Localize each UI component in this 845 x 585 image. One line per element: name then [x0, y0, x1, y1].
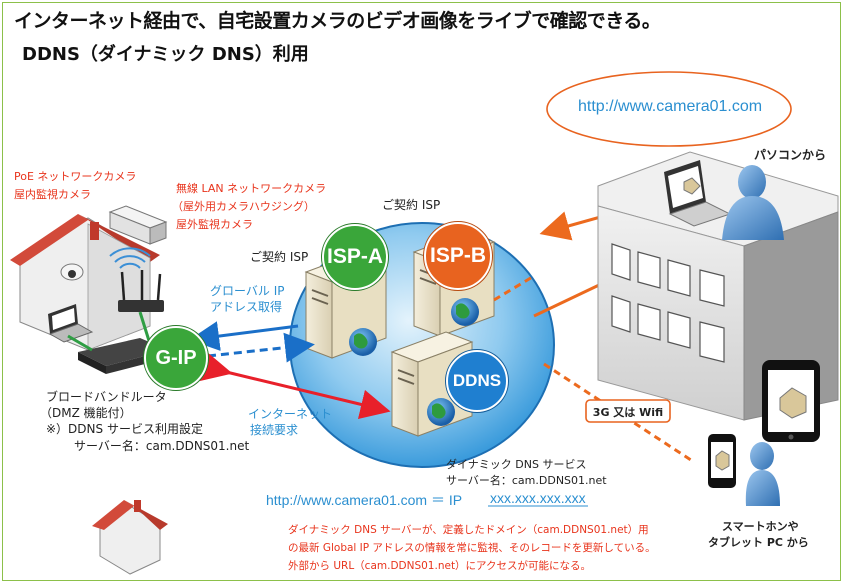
- page-title: インターネット経由で、自宅設置カメラのビデオ画像をライブで確認できる。: [14, 10, 661, 32]
- router-label-2: （DMZ 機能付）: [40, 406, 132, 420]
- poe-camera-label-1: PoE ネットワークカメラ: [14, 170, 137, 183]
- mobile-user-graphic: [745, 442, 780, 506]
- gip-badge: G-IP: [144, 326, 208, 390]
- pc-label: パソコンから: [754, 148, 827, 162]
- router-label-4: サーバー名：cam.DDNS01.net: [74, 439, 250, 453]
- small-house-graphic: [92, 500, 168, 575]
- home-laptop-graphic: [48, 304, 94, 343]
- equation-left: http://www.camera01.com ＝ IP: [266, 492, 463, 508]
- poe-camera-label-2: 屋内監視カメラ: [14, 188, 91, 201]
- ddns-service-label-1: ダイナミック DNS サービス: [446, 458, 587, 471]
- equation-ip: xxx.xxx.xxx.xxx: [490, 490, 586, 506]
- global-ip-label-2: アドレス取得: [210, 300, 283, 314]
- url-bubble-outline: [546, 71, 792, 147]
- ddns-service-label-2: サーバー名：cam.DDNS01.net: [446, 474, 607, 487]
- page-subtitle: DDNS（ダイナミック DNS）利用: [22, 44, 309, 65]
- wireless-router-graphic: [118, 270, 164, 312]
- pc-laptop-graphic: [664, 160, 732, 227]
- global-ip-label-1: グローバル IP: [210, 284, 285, 298]
- global-ip-dashed-arrow: [207, 332, 315, 363]
- wireless-camera-label-3: 屋外監視カメラ: [176, 218, 253, 231]
- wireless-camera-label-2: （屋外用カメラハウジング）: [172, 200, 315, 213]
- router-label-3: ※）DDNS サービス利用設定: [46, 422, 203, 436]
- smartphone-graphic: [708, 434, 736, 488]
- isp-a-badge: ISP-A: [322, 224, 388, 290]
- pc-user-graphic: [722, 165, 784, 240]
- internet-request-label-1: インターネット: [248, 407, 333, 421]
- wireless-camera-label-1: 無線 LAN ネットワークカメラ: [176, 182, 327, 195]
- tablet-graphic: [762, 360, 820, 442]
- mobile-tag-text: 3G 又は Wifi: [592, 406, 664, 419]
- isp-contract-left-label: ご契約 ISP: [250, 250, 309, 264]
- ddns-badge: DDNS: [446, 350, 508, 412]
- isp-b-badge: ISP-B: [424, 222, 492, 290]
- isp-b-dashed-link: [493, 274, 535, 302]
- smartphone-label-1: スマートホンや: [722, 520, 799, 533]
- router-label-1: ブロードバンドルータ: [46, 390, 167, 404]
- global-ip-arrow: [189, 321, 299, 351]
- internet-request-arrow: [199, 351, 391, 420]
- url-bubble-text: http://www.camera01.com: [578, 98, 763, 115]
- wireless-camera-graphic: [108, 205, 168, 245]
- isp-contract-top-label: ご契約 ISP: [382, 198, 441, 212]
- note-line-3: 外部から URL（cam.DDNS01.net）にアクセスが可能になる。: [288, 560, 592, 572]
- mobile-tag-box: [585, 399, 671, 423]
- smartphone-label-2: タブレット PC から: [708, 536, 809, 549]
- note-line-2: の最新 Global IP アドレスの情報を常に監視、そのレコードを更新している…: [288, 542, 656, 554]
- note-line-1: ダイナミック DNS サーバーが、定義したドメイン（cam.DDNS01.net…: [288, 524, 649, 536]
- wifi-signal-graphic: [109, 247, 151, 269]
- internet-request-label-2: 接続要求: [250, 423, 299, 437]
